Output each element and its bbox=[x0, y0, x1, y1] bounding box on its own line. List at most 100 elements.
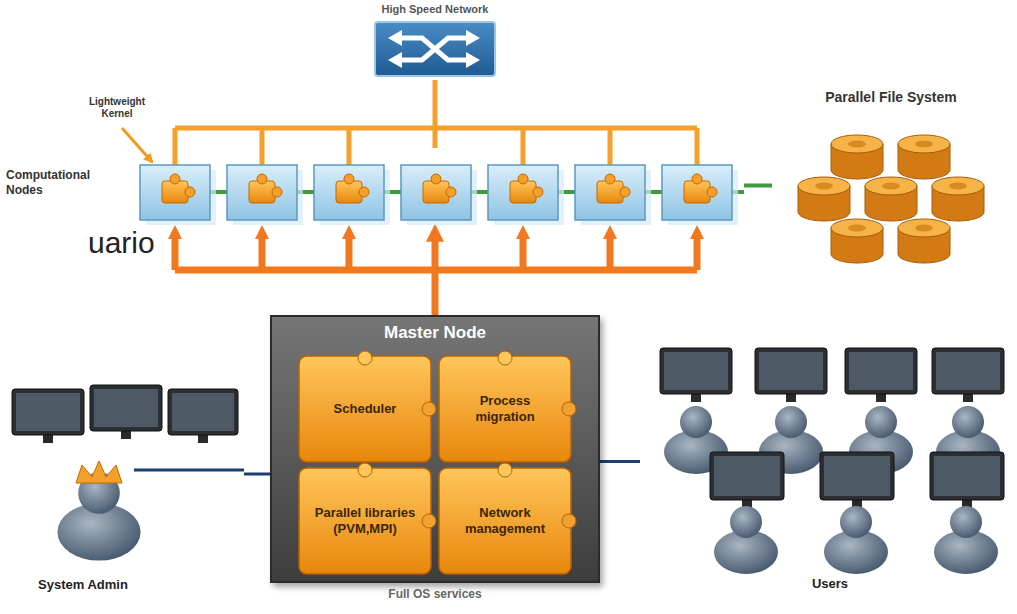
node-label: System Admin bbox=[38, 577, 178, 593]
monitor-screen bbox=[664, 352, 728, 390]
person-head bbox=[865, 406, 897, 438]
node-label: Master Node bbox=[272, 323, 598, 343]
puzzle-knob bbox=[358, 351, 372, 365]
person-head bbox=[952, 406, 984, 438]
person-head bbox=[680, 406, 712, 438]
compute-node-icons bbox=[2, 148, 744, 223]
monitor-stand bbox=[43, 435, 53, 443]
puzzle-knob bbox=[562, 402, 576, 416]
kernel-knob bbox=[605, 174, 615, 184]
disk-top bbox=[831, 135, 883, 153]
kernel-knob bbox=[533, 187, 543, 197]
background-slide-text: uario bbox=[88, 226, 155, 260]
control-arrow bbox=[432, 231, 439, 315]
monitor bbox=[90, 385, 162, 431]
switch-body bbox=[375, 22, 495, 76]
person-head bbox=[775, 406, 807, 438]
bus-arrow bbox=[607, 232, 614, 270]
disk-hub bbox=[949, 183, 967, 190]
disk-hub bbox=[915, 141, 933, 148]
puzzle-piece: Parallel libraries (PVM,MPI) bbox=[298, 467, 432, 575]
file-system: Parallel File System bbox=[772, 88, 1010, 293]
monitor-stand bbox=[786, 394, 796, 402]
user-stations: Users bbox=[640, 340, 1012, 605]
label-anchor: uario bbox=[88, 226, 155, 260]
compute-node bbox=[140, 165, 210, 220]
monitor-screen bbox=[759, 352, 823, 390]
compute-node bbox=[575, 165, 645, 220]
node-label: Network management bbox=[450, 505, 560, 537]
admin-icon bbox=[4, 365, 244, 605]
monitor-stand bbox=[691, 394, 701, 402]
puzzle-face bbox=[439, 468, 571, 574]
compute-node bbox=[227, 165, 297, 220]
master-node-box: Master NodeFull OS servicesSchedulerProc… bbox=[270, 315, 600, 583]
puzzle-knob bbox=[358, 463, 372, 477]
compute-node bbox=[401, 165, 471, 220]
puzzle-knob bbox=[498, 351, 512, 365]
person-head bbox=[730, 506, 762, 538]
admin-wire bbox=[134, 469, 244, 472]
node-label: Computational Nodes bbox=[6, 168, 126, 198]
compute-node bbox=[662, 165, 732, 220]
admin-station: System Admin bbox=[4, 365, 244, 605]
admin-link bbox=[244, 473, 270, 476]
kernel-knob bbox=[620, 187, 630, 197]
network-link bbox=[433, 80, 438, 148]
disk-top bbox=[932, 177, 984, 195]
puzzle-face bbox=[299, 356, 431, 462]
person-head bbox=[840, 506, 872, 538]
compute-node-row: Computational Nodes bbox=[2, 148, 744, 223]
disk-hub bbox=[915, 225, 933, 232]
kernel-knob bbox=[518, 174, 528, 184]
monitor-screen bbox=[714, 456, 780, 496]
monitor-screen bbox=[94, 389, 158, 427]
disk-top bbox=[798, 177, 850, 195]
node-label: Parallel File System bbox=[772, 88, 1010, 106]
storage-link bbox=[744, 184, 772, 188]
kernel-knob bbox=[257, 174, 267, 184]
monitor bbox=[930, 452, 1004, 500]
monitor-stand bbox=[963, 394, 973, 402]
callout-note: Lightweight Kernel bbox=[82, 96, 152, 120]
kernel-knob bbox=[431, 174, 441, 184]
users-icon bbox=[640, 340, 1012, 605]
network-switch: High Speed Network bbox=[360, 0, 510, 80]
monitor bbox=[168, 389, 238, 435]
disk-top bbox=[865, 177, 917, 195]
bus-arrow bbox=[520, 232, 527, 270]
compute-node bbox=[314, 165, 384, 220]
monitor bbox=[820, 452, 894, 500]
monitor-stand bbox=[121, 431, 131, 439]
bus-arrow bbox=[259, 232, 266, 270]
disk-hub bbox=[848, 225, 866, 232]
kernel-knob bbox=[692, 174, 702, 184]
monitor bbox=[932, 348, 1004, 394]
puzzle-knob bbox=[498, 463, 512, 477]
kernel-knob bbox=[446, 187, 456, 197]
compute-node bbox=[488, 165, 558, 220]
puzzle-knob bbox=[422, 514, 436, 528]
monitor bbox=[660, 348, 732, 394]
kernel-knob bbox=[185, 187, 195, 197]
bus-arrow bbox=[346, 232, 353, 270]
user-link bbox=[600, 460, 640, 463]
disk-hub bbox=[882, 183, 900, 190]
node-caption: Full OS services bbox=[272, 587, 598, 602]
monitor-screen bbox=[16, 393, 80, 431]
switch-arrows bbox=[400, 38, 468, 60]
switch-arrowheads bbox=[388, 30, 480, 68]
kernel-knob bbox=[272, 187, 282, 197]
disk-top bbox=[898, 135, 950, 153]
disk-top bbox=[898, 219, 950, 237]
bus-arrow bbox=[172, 232, 179, 270]
puzzle-knob bbox=[422, 402, 436, 416]
person-head bbox=[950, 506, 982, 538]
puzzle-piece: Scheduler bbox=[298, 355, 432, 463]
disk-hub bbox=[815, 183, 833, 190]
monitor-screen bbox=[172, 393, 234, 431]
puzzle-face bbox=[299, 468, 431, 574]
bus-arrow bbox=[694, 232, 701, 270]
puzzle-piece: Network management bbox=[438, 467, 572, 575]
